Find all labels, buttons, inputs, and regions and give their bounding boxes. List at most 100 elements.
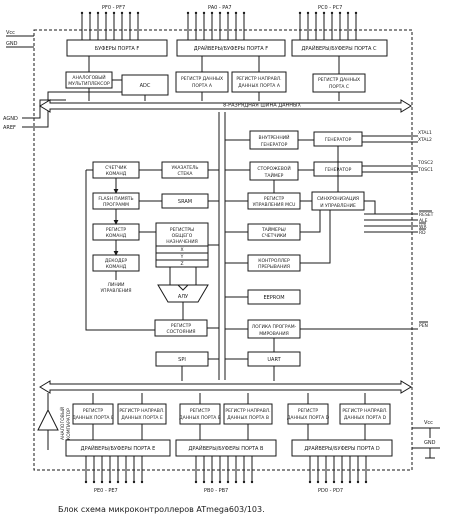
instruction-register-label-1: РЕГИСТР	[106, 227, 127, 233]
pin-label-vcc-right: Vcc	[424, 420, 433, 426]
status-register-label-2: СОСТОЯНИЯ	[166, 329, 195, 335]
gpr-x: X	[180, 247, 183, 253]
eeprom-label: EEPROM	[263, 295, 284, 301]
agnd-line	[22, 99, 66, 119]
bottom-pin-pads	[84, 480, 368, 484]
alu	[157, 284, 209, 303]
analog-comparator-label-1: АНАЛОГОВЫЙ	[59, 407, 66, 440]
spi-label: SPI	[178, 357, 186, 363]
gpr-label-3: НАЗНАЧЕНИЯ	[166, 239, 198, 245]
analog-mux-label-2: МУЛЬТИПЛЕКСОР	[68, 81, 110, 87]
port-c-data-reg-label-1: РЕГИСТР ДАННЫХ	[318, 77, 360, 83]
bottom-pins	[85, 456, 367, 482]
pin-label-tosc1: TOSC1	[417, 167, 433, 173]
port-f-buffers	[66, 39, 168, 57]
caption: Блок схема микроконтроллеров ATmega603/1…	[58, 505, 265, 514]
pin-label-aref: AREF	[3, 125, 16, 131]
port-c-data-reg-label-2: ПОРТА C	[329, 84, 349, 90]
pin-label-xtal2: XTAL2	[418, 137, 432, 143]
pin-label-pc: PC0 - PC7	[318, 5, 342, 11]
adc-label: ADC	[140, 83, 151, 89]
clock-lines	[298, 135, 418, 173]
pin-label-reset: RESET	[419, 212, 434, 218]
port-b-data-reg-label-1: РЕГИСТР	[190, 408, 211, 414]
internal-oscillator-label-2: ГЕНЕРАТОР	[261, 142, 288, 148]
port-c-drivers-label: ДРАЙВЕРЫ/БУФЕРЫ ПОРТА C	[301, 45, 377, 52]
port-d-drivers-label: ДРАЙВЕРЫ/БУФЕРЫ ПОРТА D	[304, 445, 380, 452]
spi-uart-connections	[181, 338, 275, 381]
stack-pointer-label-2: СТЕКА	[177, 171, 193, 177]
pin-label-xtal1: XTAL1	[418, 130, 432, 136]
port-a-drivers-label: ДРАЙВЕРЫ/БУФЕРЫ ПОРТА F	[194, 45, 269, 52]
oscillator-1-label: ГЕНЕРАТОР	[325, 137, 352, 143]
mcu-control-register-label-1: РЕГИСТР	[264, 196, 285, 202]
watchdog-timer-label-1: СТОРОЖЕВОЙ	[257, 165, 290, 172]
port-e-dir-reg-label-1: РЕГИСТР НАПРАВЛ.	[119, 408, 164, 414]
flash-memory-label-2: ПРОГРАММ	[103, 202, 129, 208]
instruction-register-label-2: КОМАНД	[106, 233, 127, 239]
gpr-y: Y	[180, 254, 184, 260]
port-d-data-reg-label-1: РЕГИСТР	[298, 408, 319, 414]
sync-control-label-1: СИНХРОНИЗАЦИЯ	[317, 196, 359, 202]
pin-label-gnd-right: GND	[424, 440, 436, 446]
alu-label: АЛУ	[178, 294, 188, 300]
port-b-dir-reg-label-1: РЕГИСТР НАПРАВЛ.	[225, 408, 270, 414]
port-b-drivers-label: ДРАЙВЕРЫ/БУФЕРЫ ПОРТА B	[189, 445, 265, 452]
top-pin-pads	[80, 11, 358, 15]
peripheral-connections	[225, 139, 418, 330]
pin-label-ale: ALE	[419, 218, 428, 224]
analog-comparator	[37, 408, 59, 431]
status-register-label-1: РЕГИСТР	[171, 323, 192, 329]
program-counter-label-2: КОМАНД	[106, 171, 127, 177]
top-connections	[88, 56, 340, 101]
port-f-buffers-label: БУФЕРЫ ПОРТА F	[95, 46, 140, 52]
data-bus-label: 8-РАЗРЯДНАЯ ШИНА ДАННЫХ	[223, 103, 301, 109]
pin-label-wr: WR	[419, 224, 427, 230]
instruction-decoder-label-1: ДЕКОДЕР	[105, 258, 127, 264]
analog-comparator-label-2: КОМПАРАТОР	[66, 408, 72, 440]
programming-logic-label-2: МИРОВАНИЯ	[259, 331, 289, 337]
mcu-control-register-label-2: УПРАВЛЕНИЯ MCU	[253, 202, 296, 208]
pin-label-pf: PF0 - PF7	[102, 5, 125, 11]
analog-mux-label-1: АНАЛОГОВЫЙ	[72, 74, 105, 81]
pin-label-tosc2: TOSC2	[417, 160, 433, 166]
programming-logic-label-1: ЛОГИКА ПРОГРАМ-	[252, 324, 297, 330]
port-a-dir-reg-label-1: РЕГИСТР НАПРАВЛ.	[236, 76, 281, 82]
control-lines-label-1: ЛИНИИ	[108, 282, 125, 288]
port-b-dir-reg-label-2: ДАННЫХ ПОРТА B	[227, 415, 269, 421]
port-b-data-reg-label-2: ДАННЫХ ПОРТА B	[179, 415, 221, 421]
pin-label-pb: PB0 - PB7	[204, 488, 228, 494]
timers-counters-label-1: ТАЙМЕРЫ/	[261, 226, 287, 233]
port-e-data-reg-label-2: ДАННЫХ ПОРТА E	[72, 415, 114, 421]
port-d-dir-reg	[339, 403, 391, 425]
port-b-drivers	[175, 439, 277, 457]
port-a-data-reg-label-2: ПОРТА A	[192, 83, 213, 89]
stack-pointer-label-1: УКАЗАТЕЛЬ	[171, 165, 198, 171]
pin-label-rd: RD	[419, 230, 426, 236]
port-e-drivers-label: ДРАЙВЕРЫ/БУФЕРЫ ПОРТА E	[81, 445, 156, 452]
port-a-dir-reg-label-2: ДАННЫХ ПОРТА A	[238, 83, 281, 89]
pin-label-pa: PA0 - PA7	[208, 5, 232, 11]
pin-label-gnd: GND	[6, 41, 18, 47]
port-a-data-reg-label-1: РЕГИСТР ДАННЫХ	[181, 76, 223, 82]
gnd-right-line	[412, 447, 440, 459]
flash-memory-label-1: FLASH ПАМЯТЬ	[98, 196, 133, 202]
port-b-data-reg	[179, 403, 221, 425]
pin-label-vcc: Vcc	[6, 30, 15, 36]
pin-label-pd: PD0 - PD7	[318, 488, 343, 494]
port-e-dir-reg	[117, 403, 167, 425]
overline-reset	[419, 210, 432, 230]
cpu-connections	[85, 169, 219, 331]
port-d-data-reg	[287, 403, 329, 425]
port-d-dir-reg-label-1: РЕГИСТР НАПРАВЛ.	[342, 408, 387, 414]
port-d-data-reg-label-2: ДАННЫХ ПОРТА D	[287, 415, 330, 421]
gpr-label-2: ОБЩЕГО	[172, 233, 193, 239]
vcc-right-line	[412, 427, 440, 438]
uart-label: UART	[267, 357, 281, 363]
sync-control-label-2: И УПРАВЛЕНИЕ	[320, 203, 356, 209]
top-pins	[81, 13, 357, 40]
alu-notch	[177, 284, 189, 291]
port-a-dir-reg	[231, 71, 287, 93]
gpr-label-1: РЕГИСТРЫ	[170, 227, 194, 233]
